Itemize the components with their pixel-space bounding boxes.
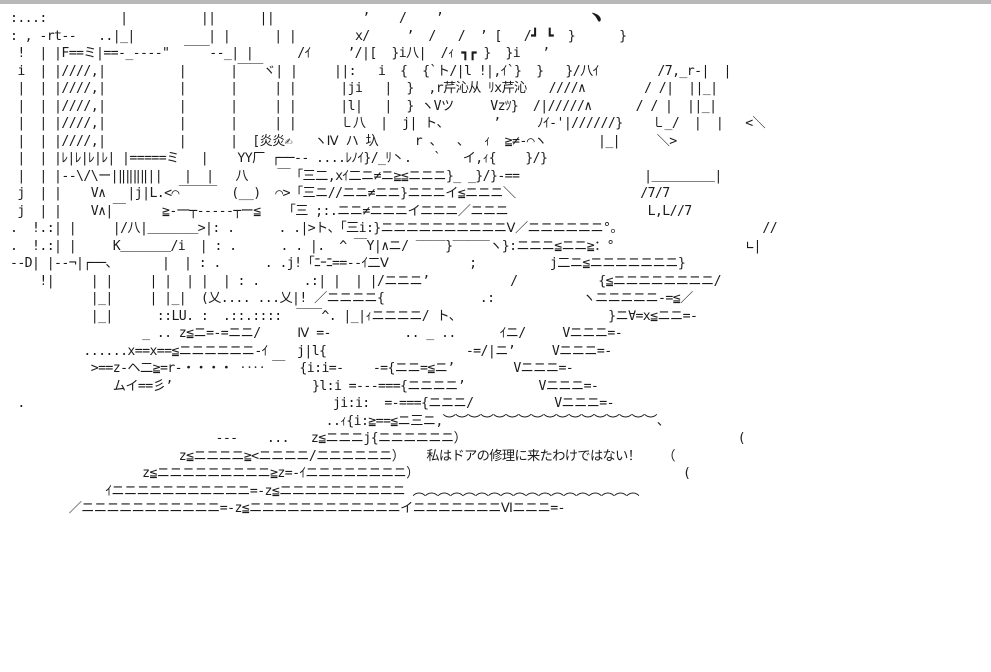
art-line: ／ニニニニニニニニニニニ=-z≦ニニニニニニニニニニニニイニニニニニニニⅥニニニ… (10, 501, 566, 516)
ascii-art: :...: | || || ’ / ’ ﹅ : , -rt-- ..|_| | … (0, 4, 991, 518)
art-line: |_| | |_| (乂.... ...乂|! ／ニニニニ{ .: ヽニニニニニ… (10, 291, 694, 306)
art-line: z≦ニニニニニニニニニ≧z=-ｲニニニニニニニニ） ( (10, 466, 691, 481)
art-line: . !.:| | |/八|＿＿＿＿>|: . . .|>ト、「三i:}ニニニニニ… (10, 221, 778, 236)
art-line: ......x==x==≦ニニニニニニ-ｲ j|l{ -=/|ニ’ Vニニニ=- (10, 343, 612, 359)
art-line: |_| ::LU. : .::.:::: ￣￣^. |_|ｨニニニニ/ ト、 }… (10, 308, 698, 324)
art-line: !| | | | | | | | : . .:| | | |/ニニニ’ / {≦… (10, 273, 721, 289)
art-line: ‐‐D| |‐‐¬|┌──、 | | : . . .j!「ﾆｰﾆ==--ｲ二Ⅴ … (10, 256, 686, 271)
art-line: ! | |F==ミ|==-_-‐-‐" ￣￣--_| | /ｲ ’/|[ }i八… (10, 46, 550, 61)
art-line: . !.:| | K＿＿＿＿/i | : . . . |. ^ ￣Y|∧ニ/ ‾… (10, 238, 761, 254)
art-line: ムイ==彡’ }l:i =---==={ニニニニ’ Vニニニ=- (10, 378, 599, 394)
art-line: ..ｨ{i:≧==≦ニ三ニ,︶︶︶︶︶︶︶︶︶︶︶︶︶︶︶︶︶、 (10, 413, 670, 429)
art-line: . ji:i: =-==={ニニニ/ Vニニニ=- (10, 396, 614, 411)
art-line: | | |////,| | | | | |l| | } ヽVツ Vzﾂ} /|/… (10, 98, 717, 114)
art-line: | | |--\/\ー|‖‖‖‖|| | | 八 ￣「三二,xｲ二ニ≠ニ≧≦ニニ… (10, 168, 722, 184)
art-line: :...: | || || ’ / ’ ﹅ (10, 11, 603, 26)
art-line: i | |////,| | |￣￣ヾ| | ||: i { {`ト/|l !|,… (10, 63, 731, 79)
art-line: | | |////,| | | | | |ji | } ,r芹沁从 ﾘx芹沁 /… (10, 81, 718, 96)
art-line: _ .. z≦ニ=-=ニニ/ Ⅳ =- .. _ .. ｲニ/ Vニニニ=- (10, 326, 623, 341)
art-line: j | | V∧ |j|L.<⌒￣￣￣ (__) ⌒>「三ニ//ニニ≠ニニ}ニニ… (10, 186, 670, 201)
art-line: : , -rt-- ..|_| | | | | x/ ’ / / ’ [ /┛ … (10, 28, 627, 44)
art-line: z≦ニニニニ≧<ニニニニ/ニニニニニニ） 私はドアの修理に来たわけではない！ （ (10, 448, 676, 464)
art-line: | | |////,| | | [炎炎✍ ヽⅣ ハ 圦 r 、 、 ｨ ≧≠-⌒… (10, 133, 677, 149)
art-line: >==z‐ヘ二≧=r-・・・・ ‥‥ ￣ {i:i=- -={ニニ=≦ニ’ Vニ… (10, 361, 574, 376)
art-line: ｲニニニニニニニニニニニ=-z≦ニニニニニニニニニニ ︵︵︵︵︵︵︵︵︵︵︵︵︵… (10, 483, 640, 499)
art-line: --- ... z≦ニニニj{ニニニニニニ） ( (10, 431, 746, 446)
art-line: | | |////,| | | | | ㇄八 | j| ト、 ’ ﾉｲ-'|//… (10, 116, 766, 131)
art-line: | | |ﾚ|ﾚ|ﾚ|ﾚ| |=====ミ | ΥΥ厂 ┌──-- ....ﾚﾉ… (10, 151, 548, 166)
art-line: j | | V∧|￣ ≧-一┬-----┬ー≦ 「三 ;:.ニニ≠ニニニイニニニ… (10, 203, 692, 219)
